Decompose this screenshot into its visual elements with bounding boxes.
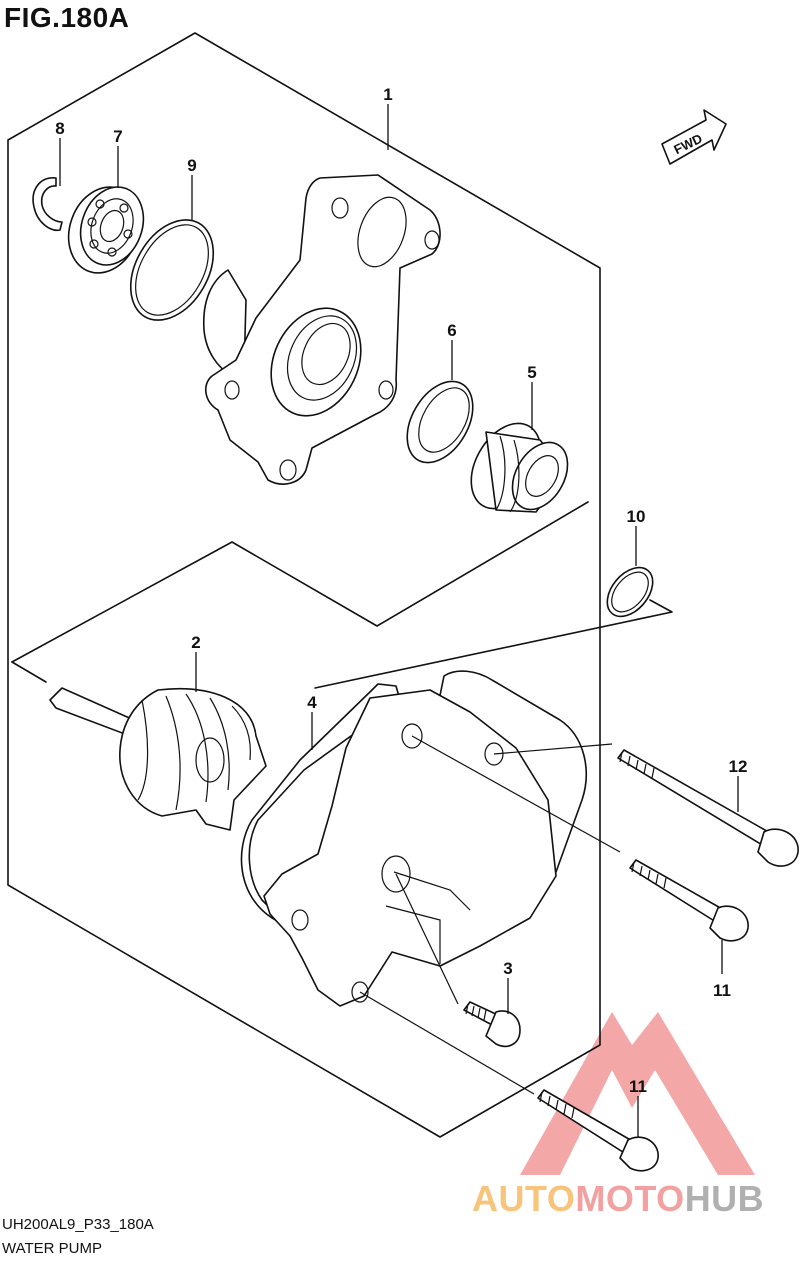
- callout-7: 7: [113, 127, 122, 146]
- upper-group-left-edge: [11, 661, 47, 683]
- seal-part-6[interactable]: [394, 370, 486, 474]
- figure-title: FIG.180A: [4, 2, 130, 33]
- callout-11-upper: 11: [713, 981, 731, 1000]
- callout-2: 2: [191, 633, 200, 652]
- callout-12: 12: [729, 757, 748, 776]
- assembly-frame: [7, 32, 601, 1138]
- bolt-part-11-upper[interactable]: [629, 859, 749, 942]
- alignment-lines: [359, 735, 621, 1095]
- leader-lines: [59, 104, 739, 1138]
- callout-1: 1: [383, 85, 392, 104]
- callout-5: 5: [527, 363, 536, 382]
- callout-10: 10: [627, 507, 646, 526]
- callout-4: 4: [307, 693, 317, 712]
- watermark-hub: HUB: [684, 1178, 765, 1219]
- watermark-auto: AUTO: [472, 1178, 576, 1219]
- assembly-name: WATER PUMP: [2, 1240, 102, 1257]
- lower-group-outline: [314, 599, 673, 689]
- impeller-shaft-part-2[interactable]: [49, 687, 267, 831]
- callout-11-lower: 11: [629, 1077, 647, 1096]
- upper-group-outline: [11, 501, 589, 663]
- o-ring-part-9[interactable]: [114, 205, 230, 335]
- bolt-part-12[interactable]: [617, 749, 799, 867]
- callout-6: 6: [447, 321, 456, 340]
- model-code: UH200AL9_P33_180A: [2, 1216, 154, 1233]
- bolt-part-11-lower[interactable]: [537, 1089, 659, 1172]
- forward-direction-tag: FWD: [661, 109, 727, 165]
- o-ring-part-10[interactable]: [598, 559, 662, 625]
- circlip-part-8[interactable]: [32, 177, 63, 232]
- watermark-moto: MOTO: [575, 1178, 685, 1219]
- bolt-part-3[interactable]: [463, 1001, 521, 1048]
- bearing-part-7[interactable]: [57, 177, 154, 283]
- callout-9: 9: [187, 156, 196, 175]
- pump-case[interactable]: [263, 670, 587, 1007]
- watermark-text: AUTOMOTOHUB: [472, 1178, 764, 1220]
- callout-8: 8: [55, 119, 64, 138]
- callout-labels: 1 2 3 4 5 6 7 8 9 10 11 11 12: [55, 85, 747, 1096]
- callout-3: 3: [503, 959, 512, 978]
- pump-cover-part-1[interactable]: [202, 174, 441, 485]
- mechanical-seal-part-5[interactable]: [457, 411, 579, 521]
